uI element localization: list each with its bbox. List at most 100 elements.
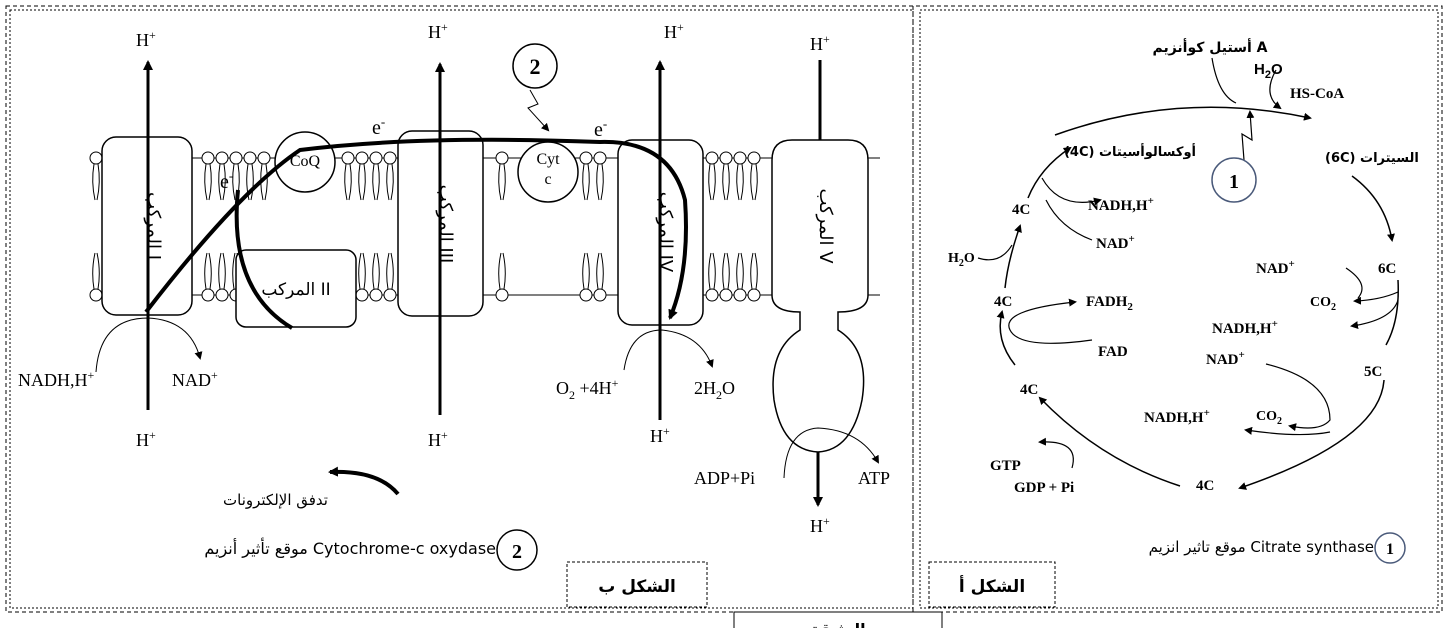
svg-text:2: 2 [512, 541, 522, 563]
phospholipid-head [579, 288, 593, 302]
c4-label: 4C [1020, 382, 1038, 398]
phospholipid-head [243, 151, 257, 165]
phospholipid-tail [358, 252, 366, 290]
phospholipid-tail [750, 252, 758, 290]
gdp-label: GDP + Pi [1014, 480, 1074, 496]
legend-2: موقع تأثير أنزيم Cytochrome-c oxydase 2 [204, 529, 538, 571]
complex-IV-label: المركب IV [655, 192, 676, 273]
phospholipid-tail [736, 163, 744, 201]
fadh2-label: FADH2 [1086, 294, 1133, 313]
citrate-label: (6C) السيترات [1325, 151, 1419, 166]
complex-II-label: المركب II [261, 280, 330, 300]
nadh-label: NADH,H+ [1212, 318, 1278, 337]
nadh-label: NADH,H+ [18, 368, 95, 390]
nadh-label: NADH,H+ [1144, 407, 1210, 426]
phospholipid-tail [372, 163, 380, 201]
coq-label: CoQ [290, 153, 321, 170]
electron-label: e- [220, 168, 233, 193]
hscoa-label: HS-CoA [1290, 86, 1344, 102]
svg-text:الوثيقة: الوثيقة [810, 620, 865, 628]
phospholipid-tail [750, 163, 758, 201]
legend-1-text: موقع تاثير انزيم Citrate synthase [1149, 538, 1374, 556]
panel-a-frame [919, 9, 1439, 609]
svg-text:2: 2 [530, 54, 541, 79]
phospholipid-head [341, 151, 355, 165]
c6-label: 6C [1378, 261, 1396, 277]
phospholipid-head [719, 288, 733, 302]
phospholipid-tail [204, 163, 212, 201]
phospholipid-tail [218, 252, 226, 290]
phospholipid-head [705, 288, 719, 302]
cyt-label-1: Cyt [536, 151, 560, 168]
h-plus-label: H+ [136, 428, 156, 450]
svg-text:الشكل أ: الشكل أ [959, 575, 1025, 597]
water-label: 2H2O [694, 378, 735, 402]
membrane [89, 151, 880, 302]
document-tab: الوثيقة [733, 611, 943, 628]
phospholipid-head [215, 288, 229, 302]
phospholipid-head [719, 151, 733, 165]
phospholipid-tail [708, 252, 716, 290]
phospholipid-tail [498, 163, 506, 201]
legend-1: 1 موقع تاثير انزيم Citrate synthase [1149, 532, 1406, 564]
h-plus-label: H+ [650, 424, 670, 446]
h2o-label: H2O [1254, 61, 1283, 81]
cytochrome-c: Cyt c [517, 141, 579, 203]
nadh-label: NADH,H+ [1088, 195, 1154, 214]
legend-2-text: موقع تأثير أنزيم Cytochrome-c oxydase [204, 537, 496, 559]
atp-reaction: ADP+Pi ATP [694, 427, 890, 488]
phospholipid-head [705, 151, 719, 165]
phospholipid-head [383, 288, 397, 302]
phospholipid-head [747, 288, 761, 302]
phospholipid-tail [708, 163, 716, 201]
phospholipid-head [495, 151, 509, 165]
phospholipid-head [733, 151, 747, 165]
svg-text:1: 1 [1386, 541, 1394, 558]
phospholipid-head [495, 288, 509, 302]
krebs-cycle [977, 57, 1399, 490]
co2-label: CO2 [1310, 295, 1336, 313]
phospholipid-tail [582, 252, 590, 290]
phospholipid-tail [372, 252, 380, 290]
site-marker-1: 1 [1211, 157, 1257, 203]
flow-legend-arrow [328, 466, 400, 496]
electron-flow-path [144, 137, 688, 320]
electron-labels: e- e- e- [220, 114, 607, 193]
phospholipid-tail [218, 163, 226, 201]
phospholipid-head [369, 288, 383, 302]
phospholipid-head [733, 288, 747, 302]
nadh-reaction: NADH,H+ NAD+ [18, 317, 218, 390]
flow-label: تدفق الإلكترونات [223, 491, 328, 509]
phospholipid-tail [386, 163, 394, 201]
proton-arrows [143, 60, 823, 507]
phospholipid-tail [722, 163, 730, 201]
phospholipid-head [593, 151, 607, 165]
c4-label: 4C [1012, 202, 1030, 218]
electron-flow-path-ii [234, 189, 294, 330]
acetyl-coa-label: أستيل كوأنزيم A [1152, 38, 1267, 56]
adp-label: ADP+Pi [694, 468, 755, 488]
complex-V-label: المركب V [815, 188, 836, 264]
h2o-label: H2O [948, 251, 975, 269]
phospholipid-head [89, 151, 103, 165]
electron-label: e- [594, 116, 607, 141]
fad-label: FAD [1098, 344, 1128, 360]
phospholipid-tail [596, 163, 604, 201]
electron-label: e- [372, 114, 385, 139]
h-plus-label: H+ [136, 28, 156, 50]
complex-V: المركب V [771, 139, 869, 453]
phospholipid-head [257, 151, 271, 165]
svg-text:1: 1 [1229, 171, 1239, 193]
phospholipid-head [383, 151, 397, 165]
nad-label: NAD+ [172, 368, 218, 390]
oxaloacetate-label: (4C) أوكسالوأسيتات [1064, 143, 1196, 160]
phospholipid-head [229, 151, 243, 165]
c4-label: 4C [1196, 478, 1214, 494]
nad-label: NAD+ [1206, 349, 1245, 368]
o2-label: O2 +4H+ [556, 376, 619, 402]
oxygen-reaction: O2 +4H+ 2H2O [556, 329, 735, 402]
cyt-label-2: c [544, 171, 551, 188]
phospholipid-tail [582, 163, 590, 201]
phospholipid-tail [736, 252, 744, 290]
